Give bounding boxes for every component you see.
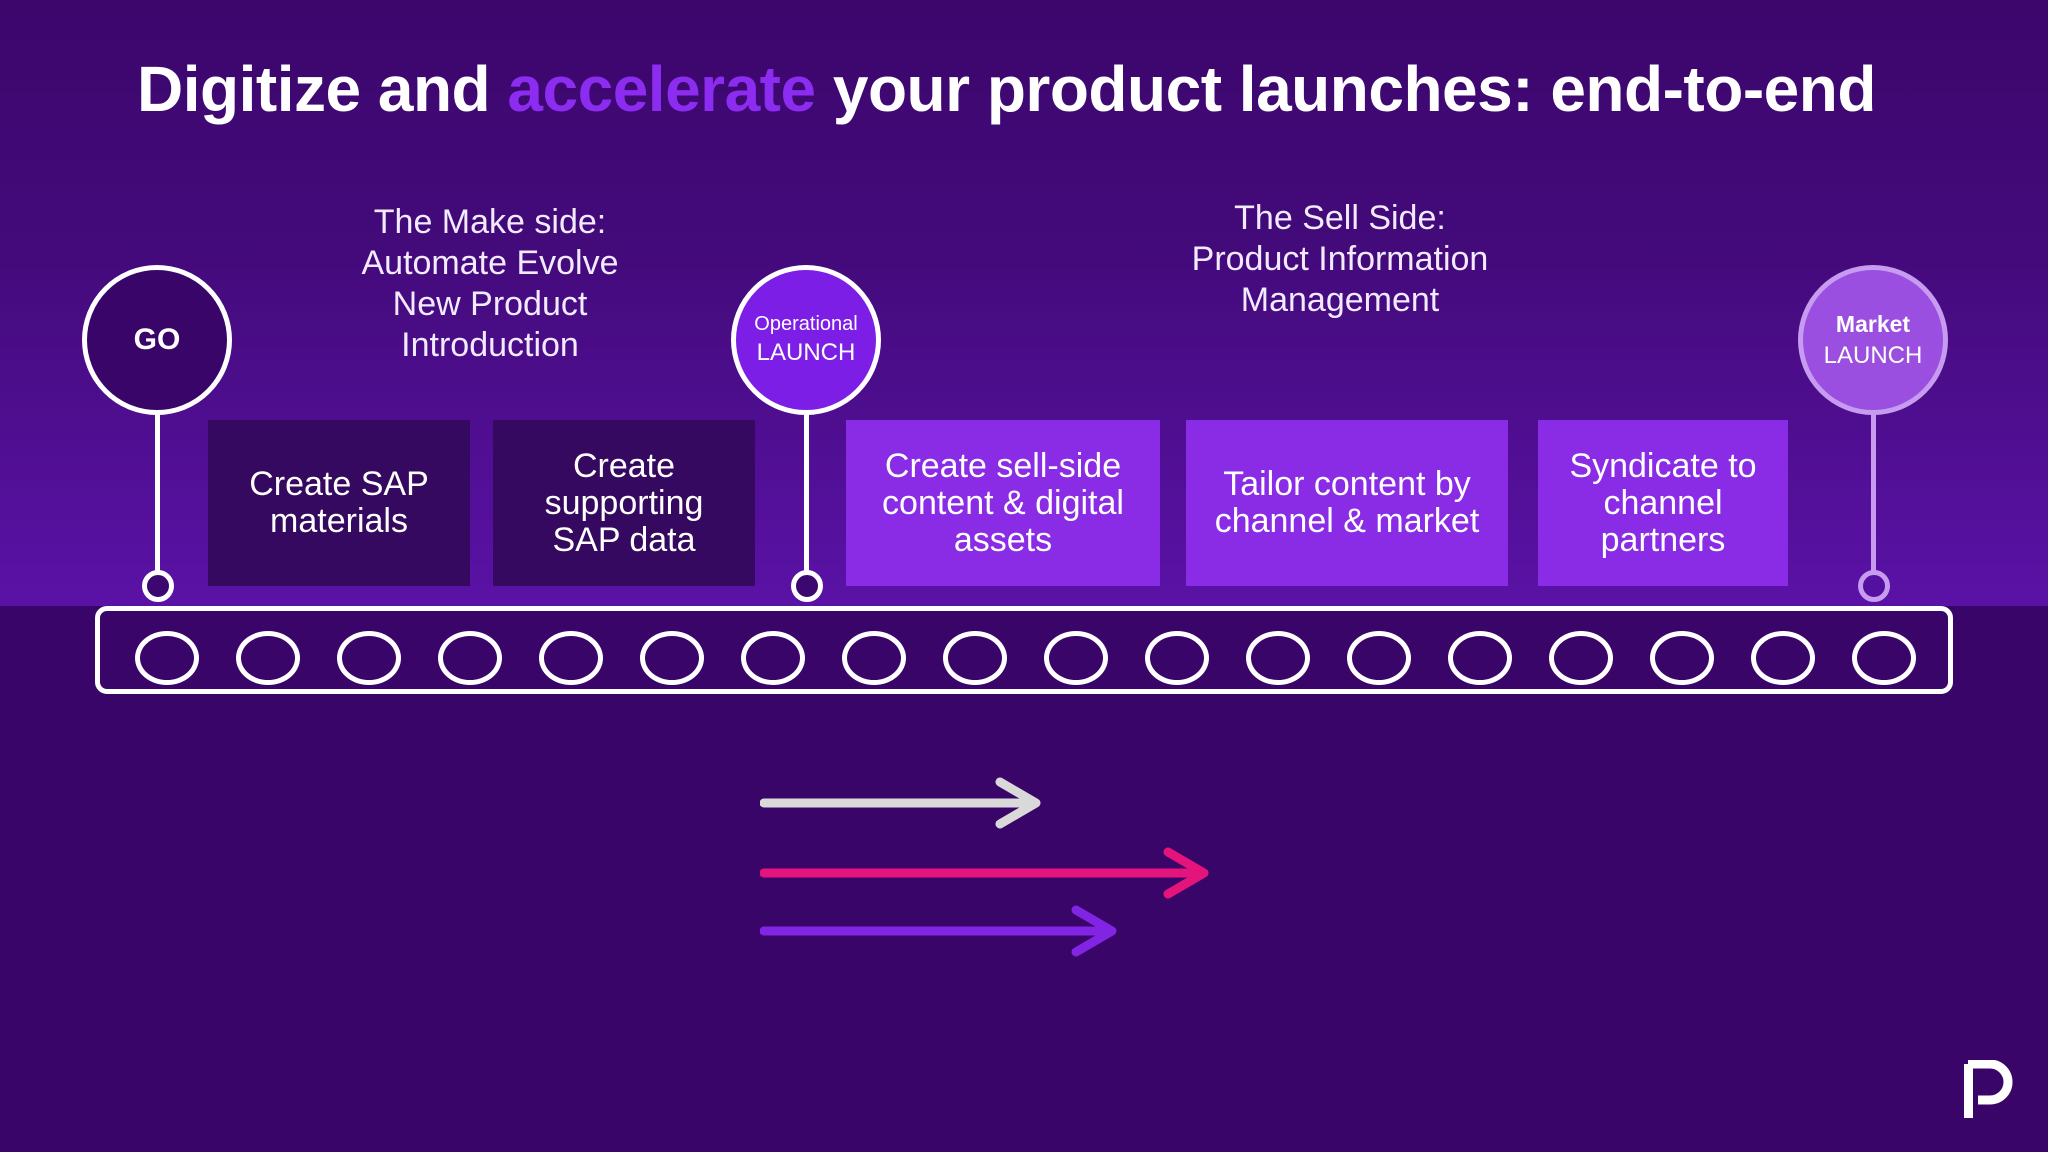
conveyor-roller — [1044, 631, 1108, 685]
conveyor-roller — [1751, 631, 1815, 685]
conveyor-roller — [236, 631, 300, 685]
step-tailor-content: Tailor content by channel & market — [1186, 420, 1508, 586]
milestone-market-line2: LAUNCH — [1823, 342, 1923, 369]
conveyor-belt — [95, 606, 1953, 694]
step-label: Tailor content by channel & market — [1214, 465, 1480, 540]
step-label: Create supporting SAP data — [544, 446, 704, 559]
milestone-operational-line2: LAUNCH — [756, 339, 856, 366]
make-side-heading: The Make side: Automate Evolve New Produ… — [330, 202, 650, 366]
arrow-gray — [760, 777, 1041, 829]
milestone-market-line1: Market — [1835, 311, 1911, 337]
page-title: Digitize and accelerate your product lau… — [137, 52, 1876, 126]
milestone-operational-launch: Operational LAUNCH — [731, 265, 881, 415]
sell-side-line: Product Information — [1191, 240, 1489, 278]
sell-side-line: The Sell Side: — [1234, 199, 1446, 237]
step-label: Create SAP materials — [249, 465, 429, 540]
operational-stem — [804, 412, 809, 572]
p-logo-icon — [1964, 1060, 2013, 1118]
make-side-line: Automate Evolve — [361, 244, 619, 282]
step-label: Syndicate to channel partners — [1569, 446, 1757, 559]
conveyor-roller — [943, 631, 1007, 685]
operational-connector-dot — [791, 570, 823, 602]
sell-side-heading: The Sell Side: Product Information Manag… — [1150, 198, 1530, 321]
progress-arrows — [760, 777, 1209, 957]
milestone-go-label: GO — [133, 323, 181, 356]
make-side-line: New Product — [392, 285, 588, 323]
conveyor-roller — [1448, 631, 1512, 685]
step-syndicate-to-partners: Syndicate to channel partners — [1538, 420, 1788, 586]
step-create-sap-materials: Create SAP materials — [208, 420, 470, 586]
conveyor-roller — [337, 631, 401, 685]
make-side-line: The Make side: — [373, 203, 607, 241]
go-connector-dot — [142, 570, 174, 602]
conveyor-roller — [842, 631, 906, 685]
go-stem — [155, 412, 160, 572]
conveyor-roller — [135, 631, 199, 685]
arrow-purple — [760, 905, 1117, 957]
conveyor-roller — [1852, 631, 1916, 685]
conveyor-roller — [741, 631, 805, 685]
make-side-line: Introduction — [401, 326, 579, 364]
conveyor-roller — [1347, 631, 1411, 685]
market-stem — [1871, 412, 1876, 572]
conveyor-roller — [1650, 631, 1714, 685]
step-create-supporting-sap-data: Create supporting SAP data — [493, 420, 755, 586]
conveyor-roller — [640, 631, 704, 685]
conveyor-roller — [1549, 631, 1613, 685]
conveyor-roller — [1246, 631, 1310, 685]
conveyor-roller — [539, 631, 603, 685]
step-label: Create sell-side content & digital asset… — [882, 446, 1124, 559]
milestone-operational-line1: Operational — [754, 313, 858, 335]
milestone-go: GO — [82, 265, 232, 415]
step-create-sell-side-content: Create sell-side content & digital asset… — [846, 420, 1160, 586]
conveyor-roller — [438, 631, 502, 685]
market-connector-dot — [1858, 570, 1890, 602]
arrow-pink — [760, 847, 1209, 899]
sell-side-line: Management — [1240, 281, 1440, 319]
conveyor-roller — [1145, 631, 1209, 685]
title-lead: Digitize and — [137, 53, 508, 125]
milestone-market-launch: Market LAUNCH — [1798, 265, 1948, 415]
title-tail: your product launches: end-to-end — [815, 53, 1877, 125]
title-accent: accelerate — [507, 53, 816, 125]
